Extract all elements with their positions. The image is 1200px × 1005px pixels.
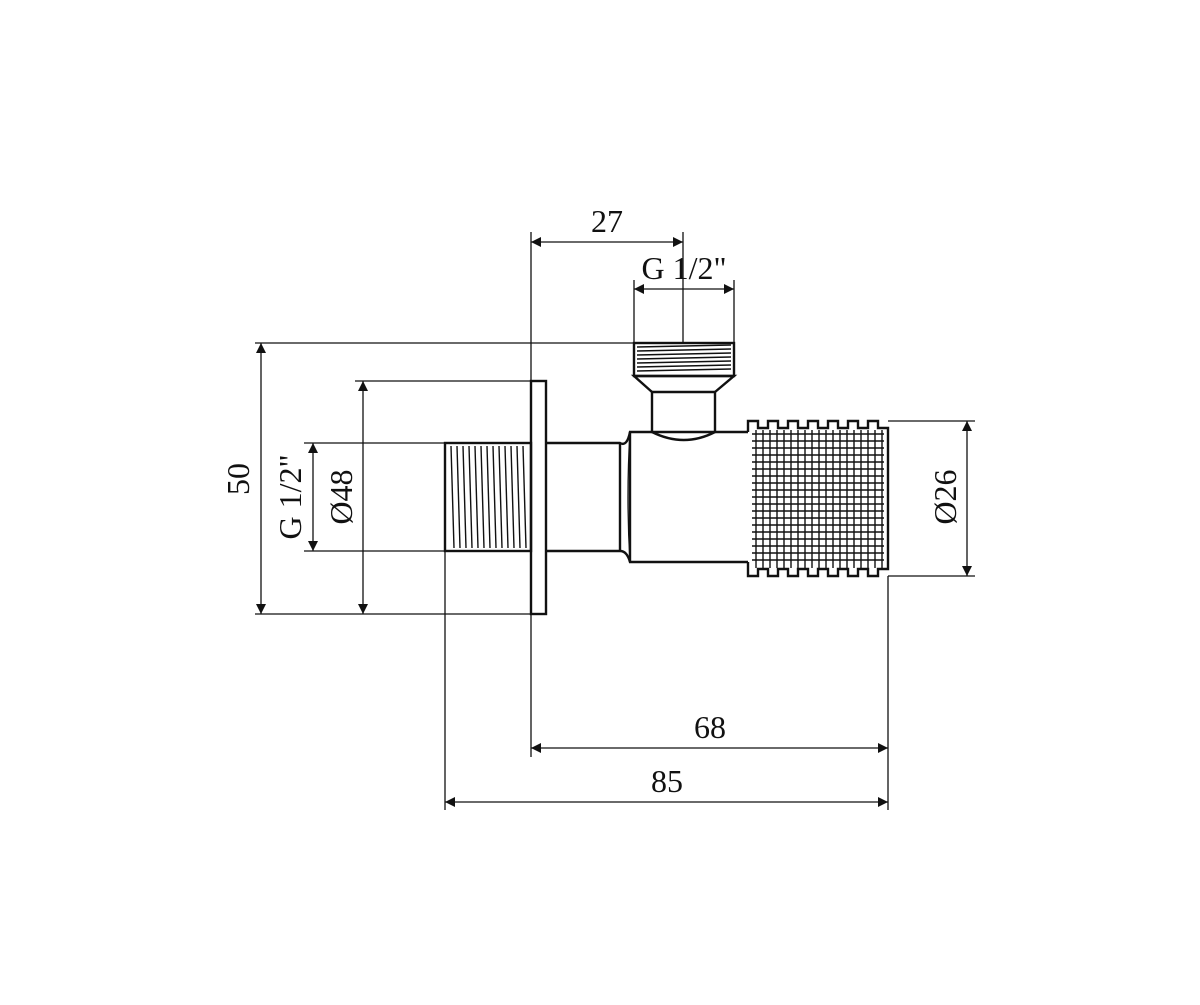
knurled-handle <box>746 419 890 578</box>
top-outlet <box>630 341 738 442</box>
dim-flange-diameter: Ø48 <box>323 469 359 524</box>
dim-length-from-flange: 68 <box>694 709 726 745</box>
dim-inlet-thread: G 1/2" <box>272 454 308 539</box>
dim-top-outlet-offset: 27 <box>591 203 623 239</box>
dim-handle-diameter: Ø26 <box>927 469 963 524</box>
dim-overall-height: 50 <box>220 463 256 495</box>
dimension-lines <box>256 237 972 807</box>
wall-flange <box>529 379 548 616</box>
angle-valve <box>443 341 890 616</box>
dim-overall-length: 85 <box>651 763 683 799</box>
inlet-thread <box>443 441 533 553</box>
dim-top-outlet-thread: G 1/2" <box>641 250 726 286</box>
valve-neck <box>546 430 748 564</box>
